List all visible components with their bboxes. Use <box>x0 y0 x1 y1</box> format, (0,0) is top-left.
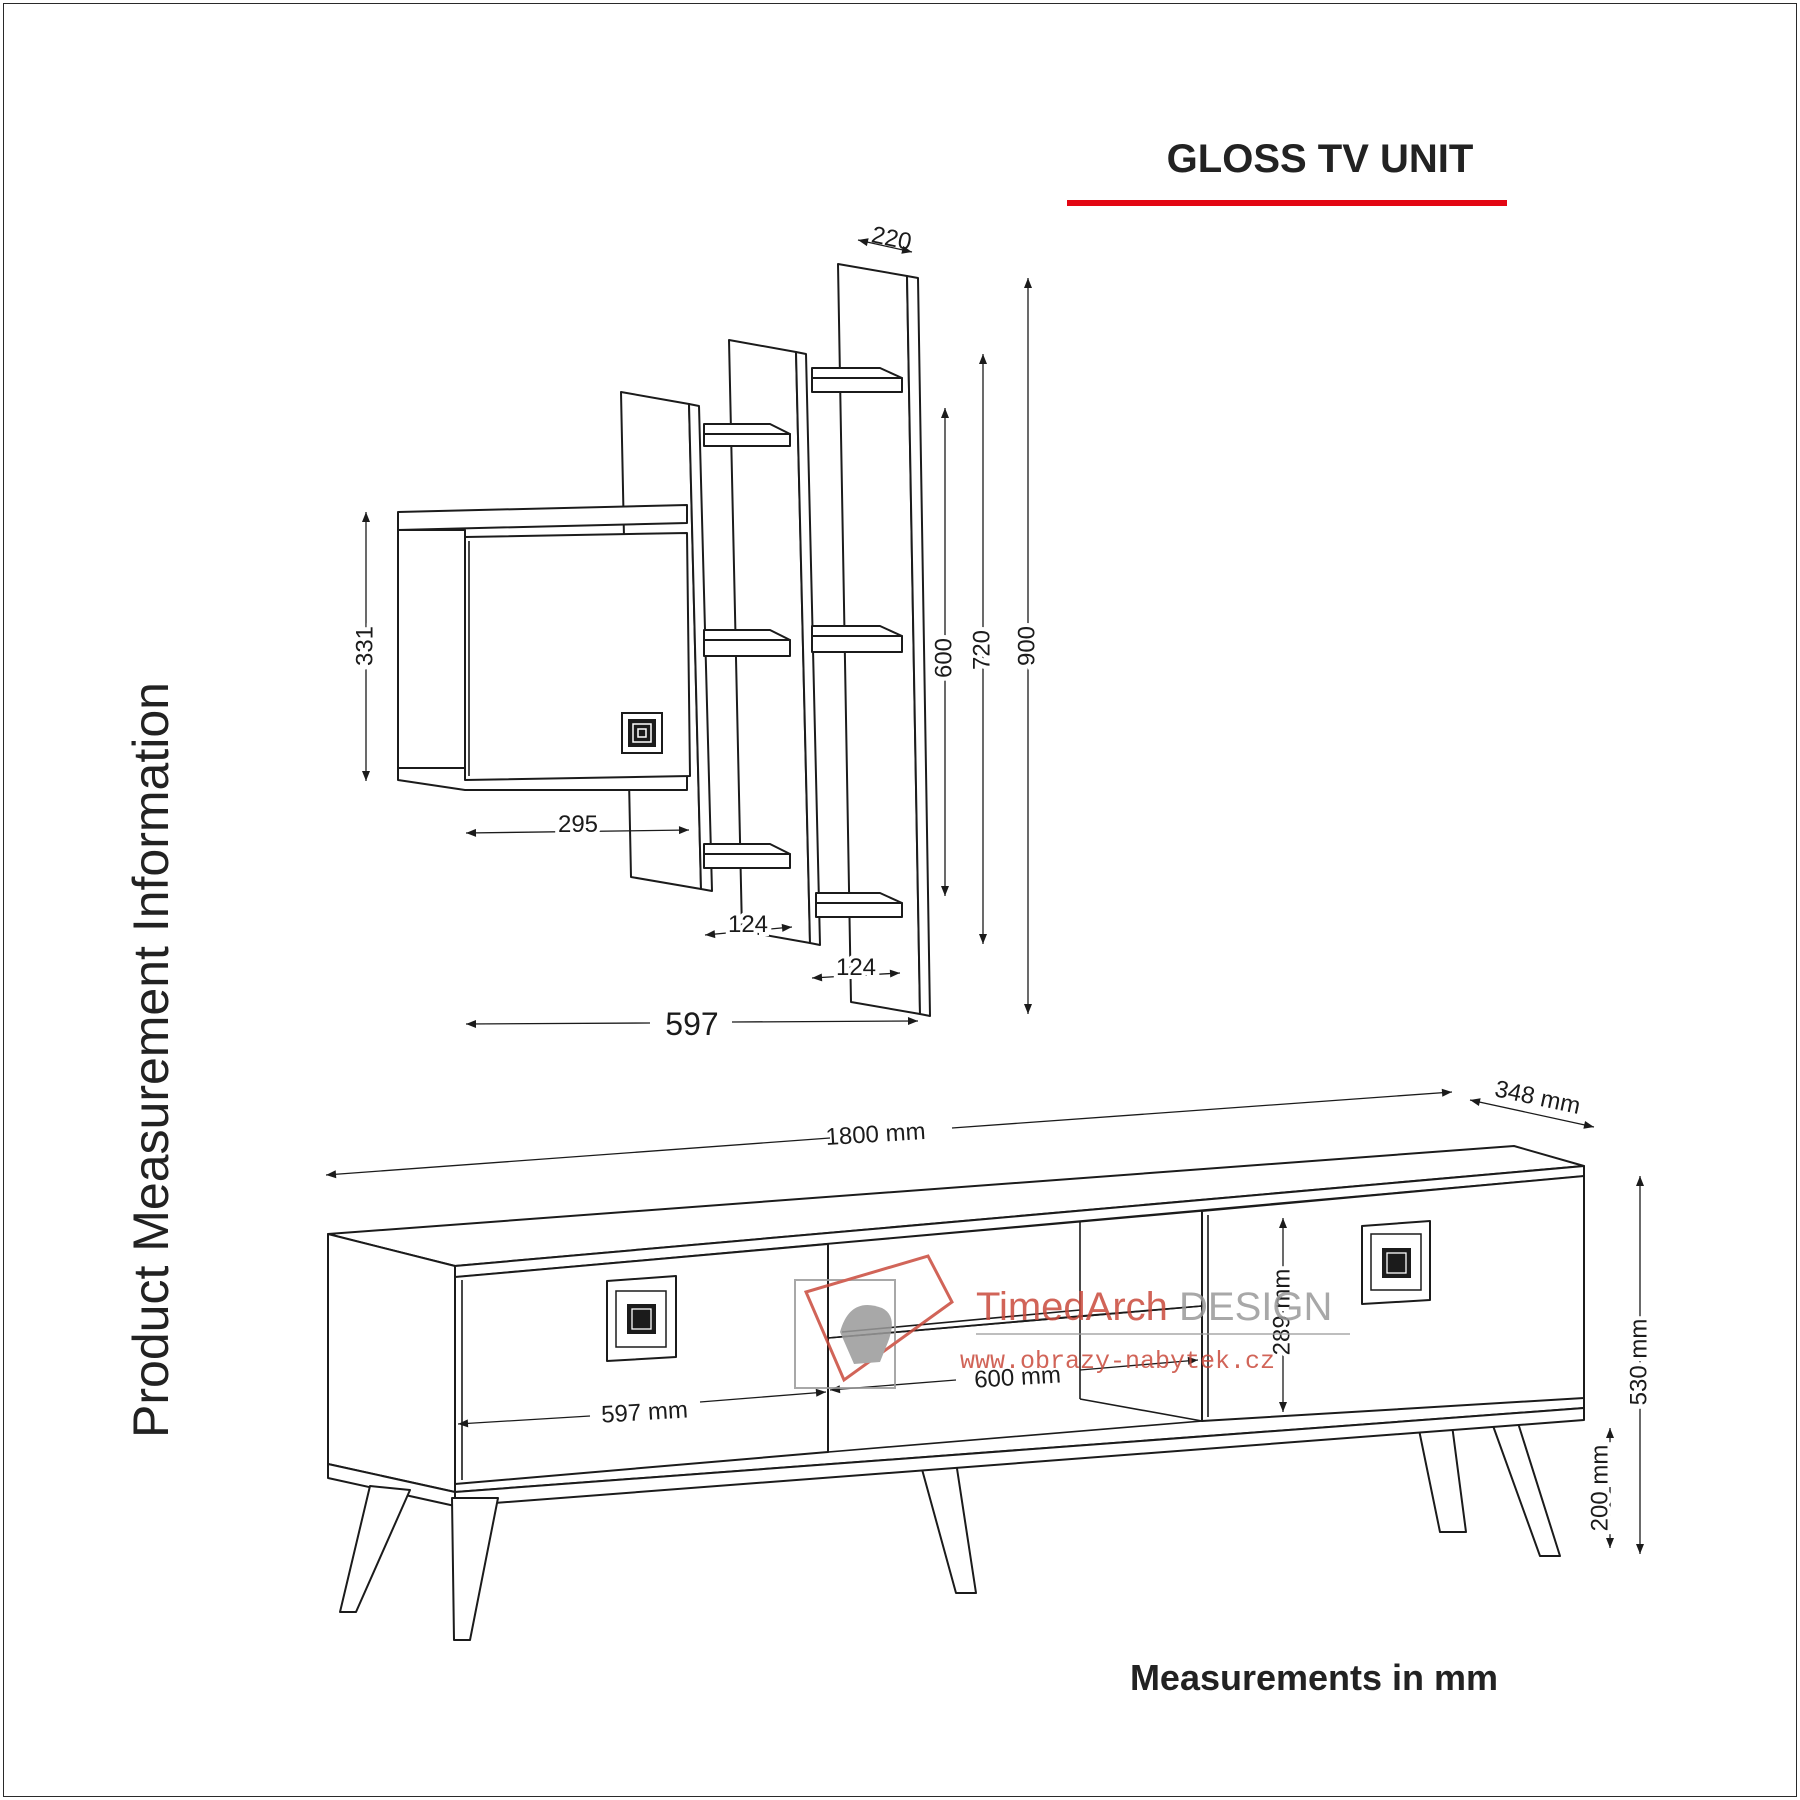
tv-unit-dimension-lines <box>325 1088 1644 1554</box>
dim-shelf-width-2: 124 <box>836 954 876 981</box>
watermark-diamond <box>803 1254 954 1383</box>
dim-shelf-width-1: 124 <box>728 911 768 938</box>
wall-shelf-dimension-labels: 220 900 720 600 331 295 124 124 597 <box>347 221 1044 1042</box>
dim-tv-length: 1800 mm <box>825 1118 927 1151</box>
footer-note: Measurements in mm <box>1130 1657 1498 1698</box>
chair-logo-icon <box>840 1305 892 1364</box>
tv-unit-dimension-labels: 1800 mm 348 mm 530 mm 200 mm 289 mm 597 … <box>600 1075 1656 1535</box>
watermark-brand: TimedArch DESIGN <box>976 1285 1332 1329</box>
dim-cabinet-height: 331 <box>351 626 378 666</box>
tv-unit-drawing <box>327 1145 1585 1641</box>
dim-tv-depth: 348 mm <box>1492 1075 1582 1119</box>
page-border <box>3 3 1797 1797</box>
watermark-brand-part2: DESIGN <box>1168 1285 1332 1329</box>
dim-shelf-depth: 220 <box>869 221 914 256</box>
page-title: GLOSS TV UNIT <box>1167 137 1474 181</box>
dim-shelf-height-900: 900 <box>1013 626 1040 666</box>
dim-tv-door-width: 597 mm <box>600 1396 688 1428</box>
dim-tv-inner-height: 289 mm <box>1268 1269 1295 1356</box>
watermark-url: www.obrazy-nabytek.cz <box>960 1347 1275 1376</box>
dim-tv-height: 530 mm <box>1625 1319 1652 1406</box>
dim-tv-leg-height: 200 mm <box>1586 1445 1613 1532</box>
dim-shelf-height-720: 720 <box>968 630 995 670</box>
watermark-brand-part1: TimedArch <box>976 1285 1168 1329</box>
wall-shelf-drawing <box>397 263 931 1017</box>
watermark: TimedArch DESIGN www.obrazy-nabytek.cz <box>794 1254 1350 1389</box>
wall-shelf-dimension-lines <box>362 238 1032 1028</box>
dim-shelf-total-width: 597 <box>665 1006 718 1042</box>
side-label: Product Measurement Information <box>123 682 179 1438</box>
dim-shelf-height-600: 600 <box>930 638 957 678</box>
dim-cabinet-width: 295 <box>558 811 598 838</box>
